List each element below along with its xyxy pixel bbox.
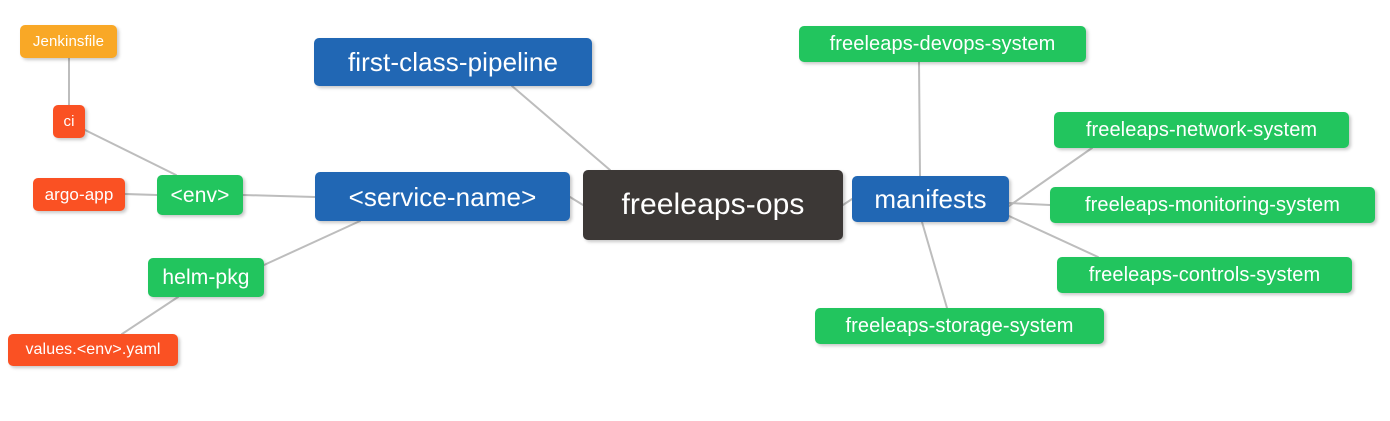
node-label-values-env-yaml: values.<env>.yaml xyxy=(25,341,161,358)
node-jenkinsfile[interactable]: Jenkinsfile xyxy=(20,25,117,58)
edge-service-name-to-env xyxy=(242,194,316,198)
node-label-freeleaps-network-system: freeleaps-network-system xyxy=(1085,119,1318,141)
node-label-ci: ci xyxy=(63,113,75,130)
edge-env-to-ci xyxy=(84,129,177,176)
node-label-freeleaps-ops: freeleaps-ops xyxy=(621,188,805,221)
node-freeleaps-network-system[interactable]: freeleaps-network-system xyxy=(1054,112,1349,148)
node-freeleaps-ops[interactable]: freeleaps-ops xyxy=(583,170,843,240)
edge-manifests-to-freeleaps-storage-system xyxy=(921,221,948,309)
node-first-class-pipeline[interactable]: first-class-pipeline xyxy=(314,38,592,86)
node-env[interactable]: <env> xyxy=(157,175,243,215)
node-label-helm-pkg: helm-pkg xyxy=(162,266,250,289)
edge-service-name-to-helm-pkg xyxy=(263,220,361,266)
node-helm-pkg[interactable]: helm-pkg xyxy=(148,258,264,297)
node-label-freeleaps-storage-system: freeleaps-storage-system xyxy=(845,315,1074,337)
node-label-freeleaps-monitoring-system: freeleaps-monitoring-system xyxy=(1084,194,1340,216)
edge-manifests-to-freeleaps-monitoring-system xyxy=(1008,202,1051,206)
node-label-env: <env> xyxy=(170,183,230,207)
edge-freeleaps-ops-to-manifests xyxy=(842,198,853,206)
node-manifests[interactable]: manifests xyxy=(852,176,1009,222)
edge-freeleaps-ops-to-service-name xyxy=(569,196,584,206)
node-label-manifests: manifests xyxy=(874,184,987,214)
edge-env-to-argo-app xyxy=(124,193,158,196)
node-label-argo-app: argo-app xyxy=(44,185,114,204)
edge-helm-pkg-to-values-env-yaml xyxy=(121,296,179,335)
node-values-env-yaml[interactable]: values.<env>.yaml xyxy=(8,334,178,366)
node-label-freeleaps-devops-system: freeleaps-devops-system xyxy=(829,33,1056,55)
node-label-jenkinsfile: Jenkinsfile xyxy=(32,33,105,50)
node-freeleaps-monitoring-system[interactable]: freeleaps-monitoring-system xyxy=(1050,187,1375,223)
node-label-freeleaps-controls-system: freeleaps-controls-system xyxy=(1088,264,1321,286)
node-label-service-name: <service-name> xyxy=(348,181,537,212)
node-service-name[interactable]: <service-name> xyxy=(315,172,570,221)
node-freeleaps-controls-system[interactable]: freeleaps-controls-system xyxy=(1057,257,1352,293)
node-freeleaps-devops-system[interactable]: freeleaps-devops-system xyxy=(799,26,1086,62)
node-freeleaps-storage-system[interactable]: freeleaps-storage-system xyxy=(815,308,1104,344)
node-label-first-class-pipeline: first-class-pipeline xyxy=(347,47,559,77)
node-argo-app[interactable]: argo-app xyxy=(33,178,125,211)
node-ci[interactable]: ci xyxy=(53,105,85,138)
edge-manifests-to-freeleaps-devops-system xyxy=(918,61,921,177)
edge-freeleaps-ops-to-first-class-pipeline xyxy=(511,85,611,171)
